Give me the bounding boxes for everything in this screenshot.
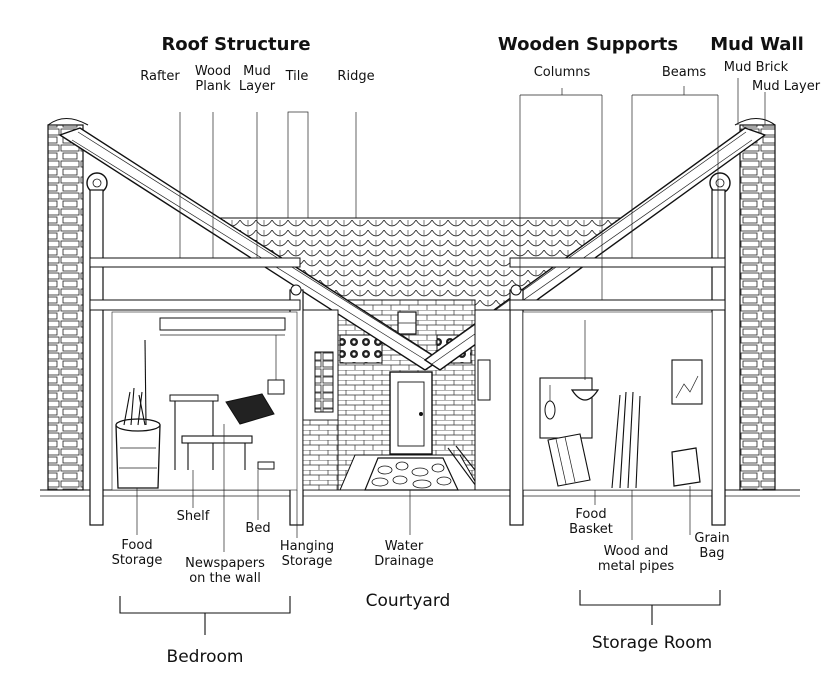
label-rafter: Rafter: [140, 69, 180, 84]
label-hanging-storage-1: Hanging: [280, 539, 334, 554]
label-ridge: Ridge: [337, 69, 374, 84]
food-basket: [570, 389, 600, 401]
label-newspapers-2: on the wall: [189, 571, 261, 586]
storage-interior: [522, 311, 713, 491]
label-mud-layer-wall: Mud Layer: [752, 79, 821, 94]
food-storage-jar: [115, 424, 161, 489]
label-bedroom: Bedroom: [167, 647, 244, 667]
left-mud-wall: [47, 124, 84, 491]
label-pipes-2: metal pipes: [598, 559, 675, 574]
label-food-storage-2: Storage: [112, 553, 163, 568]
shelf: [169, 394, 219, 402]
right-lower-beam: [509, 299, 726, 311]
drainage-stones: [364, 457, 459, 491]
label-newspapers-1: Newspapers: [185, 556, 265, 571]
right-outer-column: [711, 189, 726, 526]
labels: Roof Structure Wooden Supports Mud Wall …: [112, 34, 821, 667]
label-water-drainage-2: Drainage: [374, 554, 433, 569]
label-mud-brick: Mud Brick: [724, 60, 789, 75]
label-water-drainage-1: Water: [385, 539, 424, 554]
left-outer-column: [89, 189, 104, 526]
label-grain-bag-2: Bag: [699, 546, 724, 561]
left-upper-beam: [89, 257, 301, 268]
label-food-basket-2: Basket: [569, 522, 613, 537]
label-pipes-1: Wood and: [604, 544, 669, 559]
label-bed: Bed: [245, 521, 270, 536]
right-mud-wall: [739, 124, 776, 491]
hanging-storage: [267, 379, 285, 395]
bed: [181, 435, 253, 444]
label-mud-layer-roof-1: Mud: [243, 64, 271, 79]
label-food-basket-1: Food: [575, 507, 606, 522]
right-inner-column: [509, 289, 524, 526]
label-wood-plank-1: Wood: [195, 64, 231, 79]
label-courtyard: Courtyard: [366, 591, 451, 611]
label-food-storage-1: Food: [121, 538, 152, 553]
label-storage-room: Storage Room: [592, 633, 712, 653]
label-grain-bag-1: Grain: [694, 531, 729, 546]
label-columns: Columns: [534, 65, 591, 80]
label-hanging-storage-2: Storage: [282, 554, 333, 569]
newspapers: [225, 393, 275, 425]
label-mud-wall: Mud Wall: [710, 34, 804, 55]
label-roof-structure: Roof Structure: [161, 34, 310, 55]
label-wooden-supports: Wooden Supports: [498, 34, 678, 55]
label-beams: Beams: [662, 65, 707, 80]
right-upper-beam: [509, 257, 726, 268]
label-shelf: Shelf: [177, 509, 210, 524]
lattice-window-left: [339, 334, 383, 364]
label-tile: Tile: [285, 69, 309, 84]
left-lower-beam: [89, 299, 301, 311]
left-room-window: [314, 351, 334, 413]
grain-bag: [671, 447, 701, 487]
bedroom-interior: [111, 311, 298, 491]
label-wood-plank-2: Plank: [195, 79, 231, 94]
building-drawing: [40, 117, 800, 526]
label-mud-layer-roof-2: Layer: [239, 79, 276, 94]
leader-lines: [119, 78, 766, 635]
